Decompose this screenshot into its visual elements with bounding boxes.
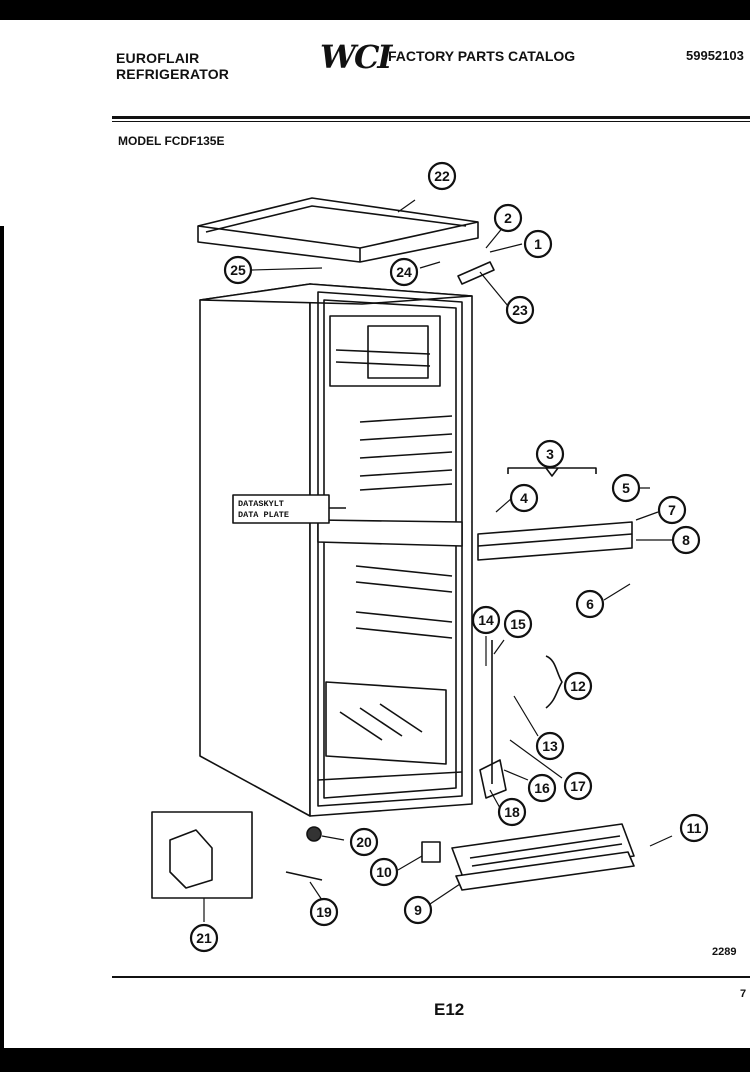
door-rail: [477, 467, 633, 561]
callout-18-label: 18: [504, 804, 520, 820]
brand-line-1: EUROFLAIR: [116, 50, 200, 66]
callout-3: 3: [535, 439, 565, 469]
hinge-part: [479, 759, 507, 799]
brand-line-2: REFRIGERATOR: [116, 66, 230, 82]
cabinet-body: [199, 283, 473, 817]
callout-24-label: 24: [396, 264, 412, 280]
base-grille: [451, 823, 635, 891]
inset-part: [169, 829, 213, 889]
top-cover: [197, 197, 479, 263]
bracket-12: [545, 655, 563, 709]
callout-21-label: 21: [196, 930, 212, 946]
callout-9-label: 9: [414, 902, 422, 918]
callout-2-label: 2: [504, 210, 512, 226]
callout-2: 2: [493, 203, 523, 233]
wire-part: [285, 871, 323, 881]
callout-8-label: 8: [682, 532, 690, 548]
callout-15: 15: [503, 609, 533, 639]
data-plate-label: [232, 494, 346, 524]
catalog-title: FACTORY PARTS CATALOG: [388, 48, 576, 64]
drawing-code: 2289: [712, 946, 737, 958]
callout-11-label: 11: [687, 820, 702, 836]
callout-12-label: 12: [570, 678, 586, 694]
model-label: MODEL FCDF135E: [118, 134, 225, 148]
callout-10-label: 10: [376, 864, 392, 880]
footer-rule: [112, 976, 750, 978]
callout-22: 22: [427, 161, 457, 191]
callout-1: 1: [523, 229, 553, 259]
vent-part: [421, 841, 441, 863]
callout-6: 6: [575, 589, 605, 619]
header-rule-thick: [112, 116, 750, 119]
callout-14: 14: [471, 605, 501, 635]
callout-21: 21: [189, 923, 219, 953]
callout-3-label: 3: [546, 446, 554, 462]
top-border: [0, 0, 750, 20]
callout-5-label: 5: [622, 480, 630, 496]
callout-16: 16: [527, 773, 557, 803]
data-plate-line-2: DATA PLATE: [238, 510, 289, 520]
callout-23-label: 23: [512, 302, 528, 318]
callout-13: 13: [535, 731, 565, 761]
callout-23: 23: [505, 295, 535, 325]
detail-inset-box: [151, 811, 253, 899]
callout-6-label: 6: [586, 596, 594, 612]
page-number: E12: [434, 1000, 465, 1019]
callout-12: 12: [563, 671, 593, 701]
wci-logo: WCI: [320, 38, 392, 76]
corner-mark: 7: [740, 988, 747, 1000]
callout-19-label: 19: [316, 904, 332, 920]
callout-7: 7: [657, 495, 687, 525]
callout-4-label: 4: [520, 490, 528, 506]
callout-25-label: 25: [230, 262, 246, 278]
left-border: [0, 226, 4, 1056]
callout-4: 4: [509, 483, 539, 513]
top-hinge: [457, 261, 495, 285]
callout-20-label: 20: [356, 834, 372, 850]
catalog-number: 59952103: [686, 48, 744, 63]
callout-5: 5: [611, 473, 641, 503]
callout-17-label: 17: [570, 778, 586, 794]
callout-24: 24: [389, 257, 419, 287]
callout-18: 18: [497, 797, 527, 827]
callout-9: 9: [403, 895, 433, 925]
callout-7-label: 7: [668, 502, 676, 518]
callout-22-label: 22: [434, 168, 450, 184]
brand-name: EUROFLAIR REFRIGERATOR: [116, 50, 229, 82]
bottom-border: [0, 1048, 750, 1072]
callout-15-label: 15: [510, 616, 526, 632]
callout-16-label: 16: [534, 780, 550, 796]
callout-17: 17: [563, 771, 593, 801]
callout-20: 20: [349, 827, 379, 857]
leader-lines: [203, 199, 673, 922]
callout-8: 8: [671, 525, 701, 555]
header-rule-thin: [112, 121, 750, 122]
foot-part: [306, 826, 322, 842]
callout-13-label: 13: [542, 738, 558, 754]
callout-1-label: 1: [534, 236, 542, 252]
callout-19: 19: [309, 897, 339, 927]
callout-25: 25: [223, 255, 253, 285]
callout-10: 10: [369, 857, 399, 887]
data-plate-line-1: DATASKYLT: [238, 499, 284, 509]
callout-11: 11: [679, 813, 709, 843]
callout-14-label: 14: [478, 612, 494, 628]
